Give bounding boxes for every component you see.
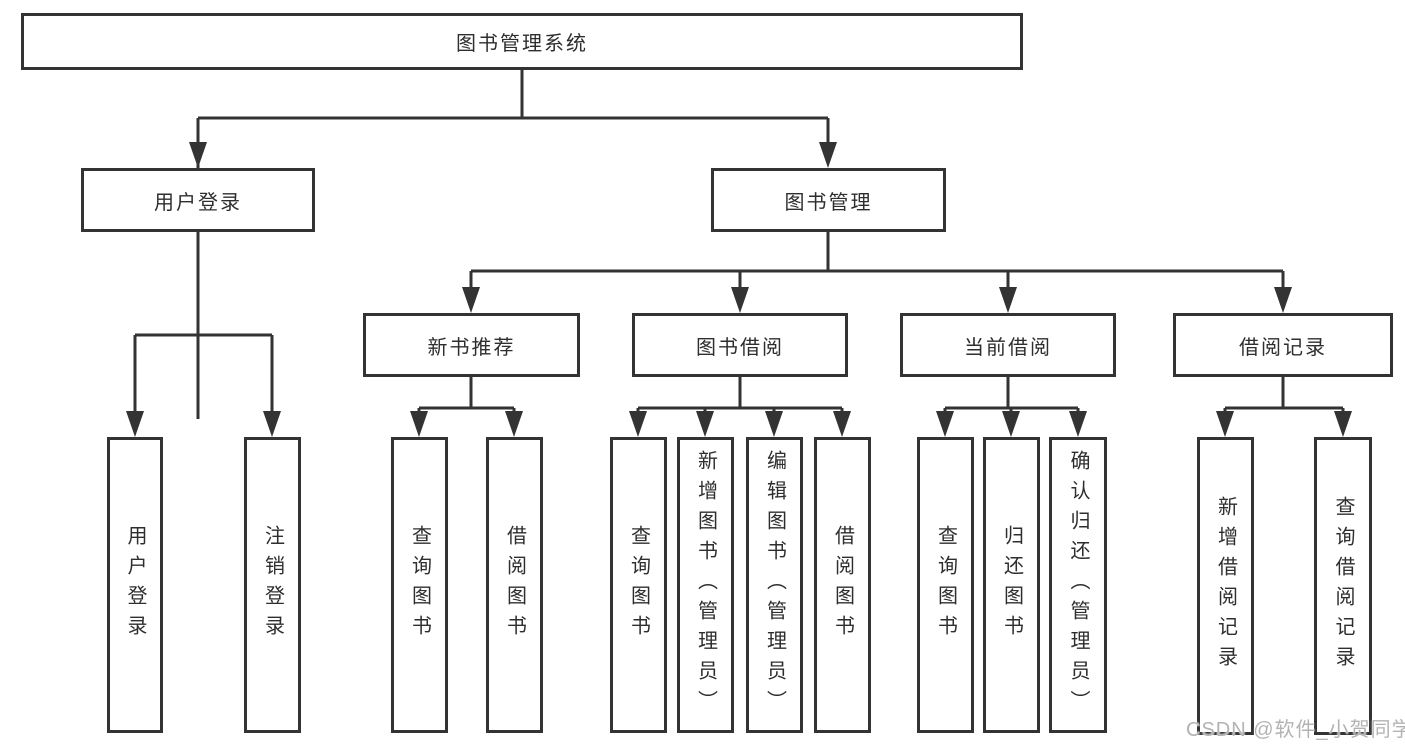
leaf-label: 新增借阅记录 [1214,496,1237,676]
leaf-edit-book-admin: 编辑图书（管理员） [746,437,803,733]
leaf-add-borrow-record: 新增借阅记录 [1197,437,1254,735]
node-root-label: 图书管理系统 [456,33,588,55]
node-current-borrow: 当前借阅 [900,313,1116,377]
node-label: 图书管理 [784,191,873,214]
node-label: 图书借阅 [696,336,784,359]
node-book-management: 图书管理 [711,168,946,232]
node-label: 借阅记录 [1239,336,1327,359]
leaf-label: 查询图书 [934,525,957,645]
leaf-query-book-3: 查询图书 [917,437,974,733]
leaf-label: 注销登录 [261,525,284,645]
leaf-query-book-2: 查询图书 [610,437,667,733]
leaf-query-borrow-record: 查询借阅记录 [1314,437,1372,735]
leaf-label: 确认归还（管理员） [1067,450,1089,720]
leaf-query-book-1: 查询图书 [391,437,448,733]
leaf-add-book-admin: 新增图书（管理员） [677,437,734,733]
leaf-label: 借阅图书 [831,525,854,645]
leaf-confirm-return-admin: 确认归还（管理员） [1049,437,1107,733]
leaf-user-login: 用户登录 [107,437,163,733]
node-root: 图书管理系统 [21,13,1023,70]
leaf-borrow-book-1: 借阅图书 [486,437,543,733]
node-label: 新书推荐 [427,336,516,359]
node-label: 当前借阅 [964,336,1052,359]
leaf-label: 归还图书 [1000,525,1023,645]
leaf-label: 用户登录 [124,525,146,645]
node-book-borrow: 图书借阅 [632,313,848,377]
node-borrow-record: 借阅记录 [1173,313,1393,377]
leaf-logout: 注销登录 [244,437,301,733]
leaf-label: 查询图书 [408,525,431,645]
arrowheads [126,142,1352,437]
leaf-borrow-book-2: 借阅图书 [814,437,871,733]
csdn-watermark: CSDN @软件_小贺同学 [1186,719,1405,741]
leaf-label: 新增图书（管理员） [694,450,717,720]
node-label: 用户登录 [154,191,242,214]
leaf-label: 编辑图书（管理员） [763,450,786,720]
leaf-label: 查询图书 [627,525,650,645]
leaf-label: 借阅图书 [503,525,526,645]
leaf-label: 查询借阅记录 [1332,496,1354,676]
node-user-login: 用户登录 [81,168,315,232]
node-new-book-recommend: 新书推荐 [363,313,580,377]
leaf-return-book: 归还图书 [983,437,1040,733]
